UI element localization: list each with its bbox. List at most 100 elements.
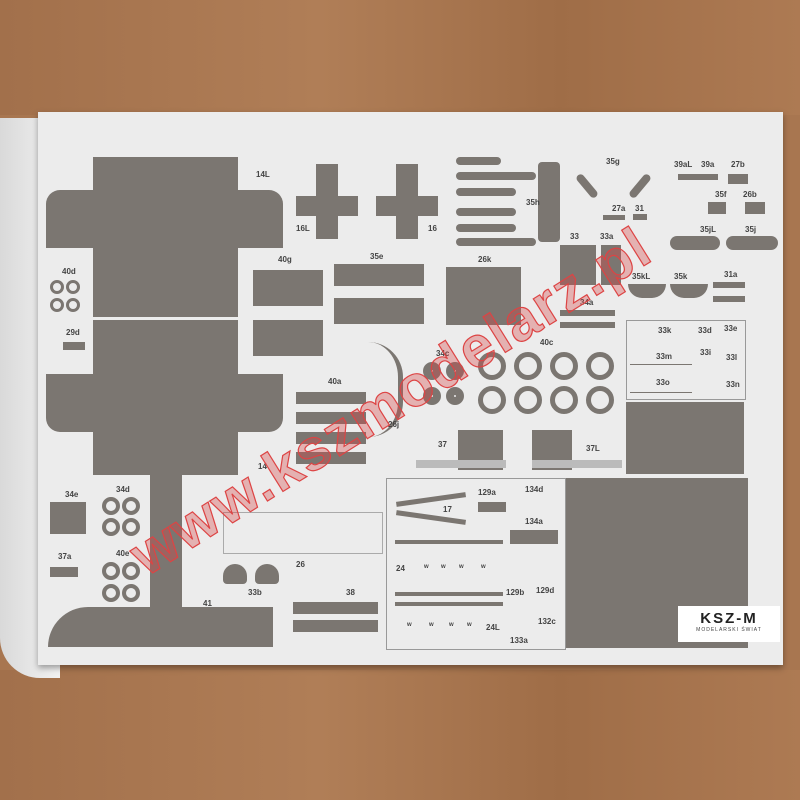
label-33n: 33n: [726, 380, 740, 389]
label-35e: 35e: [370, 252, 384, 261]
part-34c-3: [423, 387, 441, 405]
part-33b-right: [255, 564, 279, 584]
label-129b: 129b: [506, 588, 525, 597]
part-26: [223, 512, 383, 554]
label-33e: 33e: [724, 324, 738, 333]
label-33: 33: [570, 232, 579, 241]
part-large-panel: [626, 402, 744, 474]
part-14L: [93, 157, 238, 317]
part-40d-4: [66, 298, 80, 312]
label-41: 41: [203, 599, 212, 608]
label-31a: 31a: [724, 270, 738, 279]
part-24: [395, 540, 503, 544]
part-34a-2: [560, 322, 615, 328]
frame-33-parts: [626, 320, 746, 400]
part-34c-2: [446, 362, 464, 380]
part-38-2: [293, 620, 378, 632]
window-marker: w: [440, 564, 447, 570]
label-35j: 35j: [745, 225, 757, 234]
part-34e: [50, 502, 86, 534]
label-33b: 33b: [248, 588, 262, 597]
part-40c-7: [550, 386, 578, 414]
label-27a: 27a: [612, 204, 626, 213]
label-34a: 34a: [580, 298, 594, 307]
window-marker: w: [428, 622, 435, 628]
part-37a: [50, 567, 78, 577]
part-35kL: [628, 284, 666, 298]
part-fuselage-strip: [150, 470, 182, 630]
label-33i: 33i: [700, 348, 712, 357]
label-31: 31: [635, 204, 644, 213]
label-34c: 34c: [436, 349, 450, 358]
part-40a-4: [296, 452, 366, 464]
part-31: [633, 214, 647, 220]
part-34d-4: [122, 518, 140, 536]
label-26j: 26j: [388, 420, 400, 429]
label-129d: 129d: [536, 586, 555, 595]
part-41: [48, 607, 273, 647]
part-35k: [670, 284, 708, 298]
label-133a: 133a: [510, 636, 528, 645]
part-35f: [708, 202, 726, 214]
label-33o: 33o: [656, 378, 670, 387]
part-31a-1: [713, 282, 745, 288]
part-33: [560, 245, 596, 285]
window-marker: w: [458, 564, 465, 570]
part-40c-3: [550, 352, 578, 380]
part-33o: [630, 392, 692, 393]
label-37: 37: [438, 440, 447, 449]
part-39a: [678, 174, 718, 180]
part-40a-2: [296, 412, 366, 424]
label-16L: 16L: [296, 224, 310, 233]
part-40e-1: [102, 562, 120, 580]
part-35h-7: [538, 162, 560, 242]
part-40d-3: [50, 298, 64, 312]
window-marker: w: [423, 564, 430, 570]
part-40c-8: [586, 386, 614, 414]
window-marker: w: [406, 622, 413, 628]
label-134a: 134a: [525, 517, 543, 526]
part-14-flap-left: [46, 374, 94, 432]
part-24-bottom: [395, 592, 503, 596]
part-35e-2: [334, 298, 424, 324]
part-40d-1: [50, 280, 64, 294]
label-29d: 29d: [66, 328, 80, 337]
label-33m: 33m: [656, 352, 673, 361]
part-24L: [395, 602, 503, 606]
part-35jL: [670, 236, 720, 250]
part-31a-2: [713, 296, 745, 302]
label-35kL: 35kL: [632, 272, 651, 281]
frame-lower-parts: [386, 478, 566, 650]
label-24: 24: [396, 564, 405, 573]
part-33b-left: [223, 564, 247, 584]
label-134d: 134d: [525, 485, 544, 494]
part-40e-2: [122, 562, 140, 580]
part-14L-flap-left: [46, 190, 94, 248]
part-40e-4: [122, 584, 140, 602]
part-26b: [745, 202, 765, 214]
label-132c: 132c: [538, 617, 556, 626]
label-26b: 26b: [743, 190, 757, 199]
window-marker: w: [466, 622, 473, 628]
label-129a: 129a: [478, 488, 496, 497]
part-35g-left: [574, 172, 600, 200]
label-24L: 24L: [486, 623, 500, 632]
logo-tagline: MODELARSKI ŚWIAT: [696, 627, 762, 633]
part-37-strip: [416, 460, 506, 468]
label-35g: 35g: [606, 157, 620, 166]
part-35g-right: [627, 172, 653, 200]
part-27b: [728, 174, 748, 184]
part-40e-3: [102, 584, 120, 602]
wooden-table-bottom: [0, 670, 800, 800]
window-marker: w: [480, 564, 487, 570]
part-33m: [630, 364, 692, 365]
label-33d: 33d: [698, 326, 712, 335]
logo-name: KSZ-M: [700, 610, 758, 627]
part-35h-5: [456, 224, 516, 232]
label-34e: 34e: [65, 490, 79, 499]
part-40a-3: [296, 432, 366, 444]
part-26j-curve: [368, 342, 403, 437]
label-33k: 33k: [658, 326, 672, 335]
label-40d: 40d: [62, 267, 76, 276]
label-33l: 33l: [726, 353, 738, 362]
